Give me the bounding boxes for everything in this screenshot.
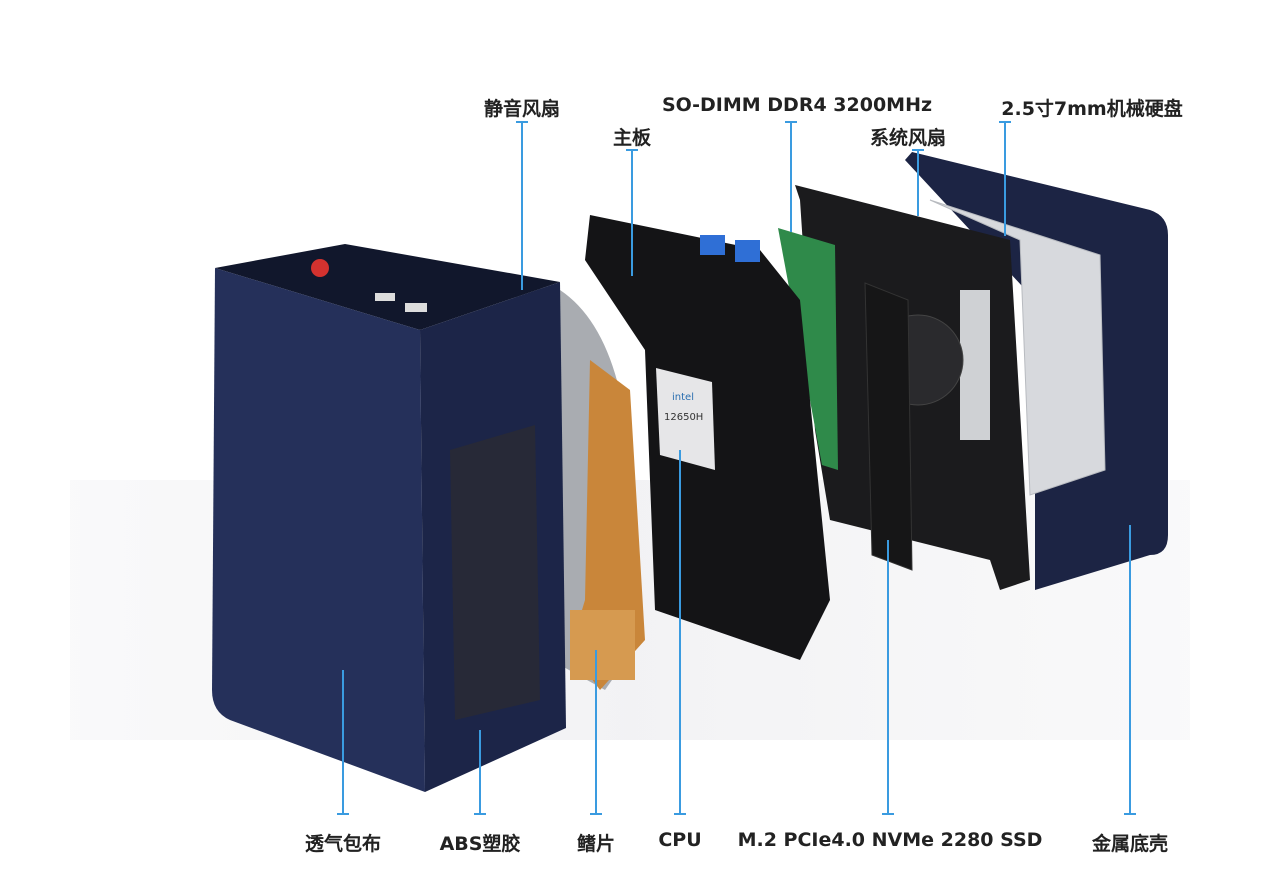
label-metal-case: 金属底壳 <box>1091 833 1169 855</box>
label-hdd: 2.5寸7mm机械硬盘 <box>1001 98 1183 120</box>
label-system-fan: 系统风扇 <box>869 127 947 149</box>
label-ssd: M.2 PCIe4.0 NVMe 2280 SSD <box>737 829 1043 851</box>
ram-module <box>778 228 838 470</box>
cpu-model: 12650H <box>664 412 703 423</box>
heatsink-fan <box>500 285 645 690</box>
cpu-brand: intel <box>672 392 694 403</box>
cpu-chip <box>656 368 715 470</box>
system-fan-bracket <box>795 185 1030 590</box>
label-abs-plastic: ABS塑胶 <box>439 833 521 855</box>
ssd-module <box>864 282 913 571</box>
motherboard: intel 12650H <box>585 215 830 660</box>
label-cpu: CPU <box>658 829 702 851</box>
label-breathable-cloth: 透气包布 <box>304 833 382 855</box>
mesh-vent <box>450 425 540 720</box>
label-silent-fan: 静音风扇 <box>483 98 561 120</box>
label-fins: 鳍片 <box>576 833 616 855</box>
leader-lines <box>337 121 1136 815</box>
mini-pc-chassis <box>212 244 566 792</box>
label-ram: SO-DIMM DDR4 3200MHz <box>661 94 933 116</box>
label-motherboard: 主板 <box>612 127 652 149</box>
power-button <box>311 259 329 277</box>
